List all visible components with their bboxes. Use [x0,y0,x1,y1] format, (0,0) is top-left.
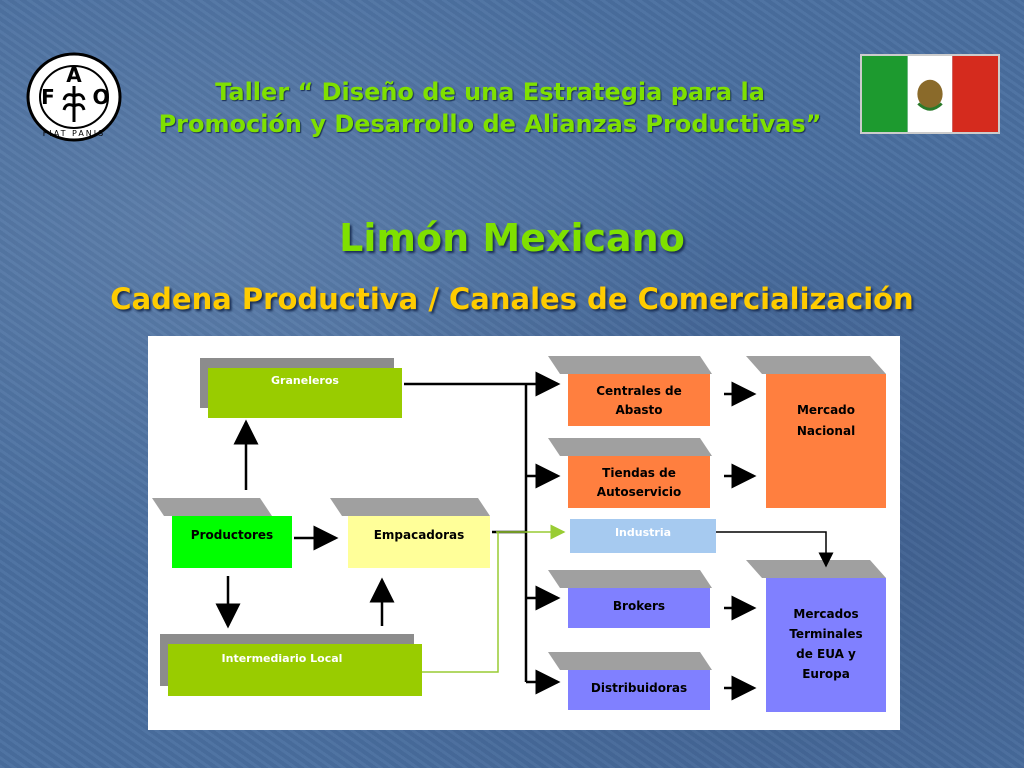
mercado-label-2: Nacional [797,424,855,438]
empacadoras-label: Empacadoras [374,528,465,542]
node-distribuidoras: Distribuidoras [548,652,712,710]
eagle-emblem-icon [917,79,943,109]
centrales-label-2: Abasto [615,403,662,417]
node-tiendas-autoservicio: Tiendas de Autoservicio [548,438,712,508]
intermediario-label: Intermediario Local [222,652,343,665]
header-title: Taller “ Diseño de una Estrategia para l… [140,76,840,140]
terminales-label-2: Terminales [789,627,862,641]
node-mercados-terminales: Mercados Terminales de EUA y Europa [746,560,886,712]
fao-logo: A F O FIAT PANIS [26,52,122,142]
wheat-icon [62,86,86,122]
brokers-label: Brokers [613,599,665,613]
logo-letter-a: A [66,63,82,87]
terminales-label-1: Mercados [793,607,858,621]
centrales-label-1: Centrales de [596,384,682,398]
mercado-label-1: Mercado [797,403,855,417]
distribuidoras-label: Distribuidoras [591,681,687,695]
logo-letter-o: O [92,85,109,109]
node-productores: Productores [152,498,292,568]
node-industria: Industria [570,519,716,553]
node-brokers: Brokers [548,570,712,628]
header-line-2: Promoción y Desarrollo de Alianzas Produ… [158,110,822,138]
slide-title: Limón Mexicano [339,216,685,260]
industria-label: Industria [615,526,671,539]
green-connectors [422,524,566,673]
terminales-label-4: Europa [802,667,850,681]
header-line-1: Taller “ Diseño de una Estrategia para l… [215,78,765,106]
connectors [215,371,834,701]
graneleros-label: Graneleros [271,374,339,387]
slide-subtitle: Cadena Productiva / Canales de Comercial… [110,282,914,316]
line-intermediario-industria [422,532,499,673]
tiendas-label-1: Tiendas de [602,466,676,480]
node-centrales-abasto: Centrales de Abasto [548,356,712,426]
logo-letter-f: F [41,85,55,109]
logo-motto: FIAT PANIS [43,129,105,138]
mexico-flag [860,54,1000,134]
node-empacadoras: Empacadoras [330,498,490,568]
tiendas-label-2: Autoservicio [597,485,681,499]
node-intermediario-local: Intermediario Local [160,634,422,696]
diagram-panel: Graneleros Productores Empacadoras Inter… [148,336,900,730]
productores-label: Productores [191,528,273,542]
node-mercado-nacional: Mercado Nacional [746,356,886,508]
supply-chain-diagram: Graneleros Productores Empacadoras Inter… [152,356,886,712]
arrow-industria-terminales [716,531,834,568]
node-graneleros: Graneleros [200,358,402,418]
terminales-label-3: de EUA y [796,647,856,661]
